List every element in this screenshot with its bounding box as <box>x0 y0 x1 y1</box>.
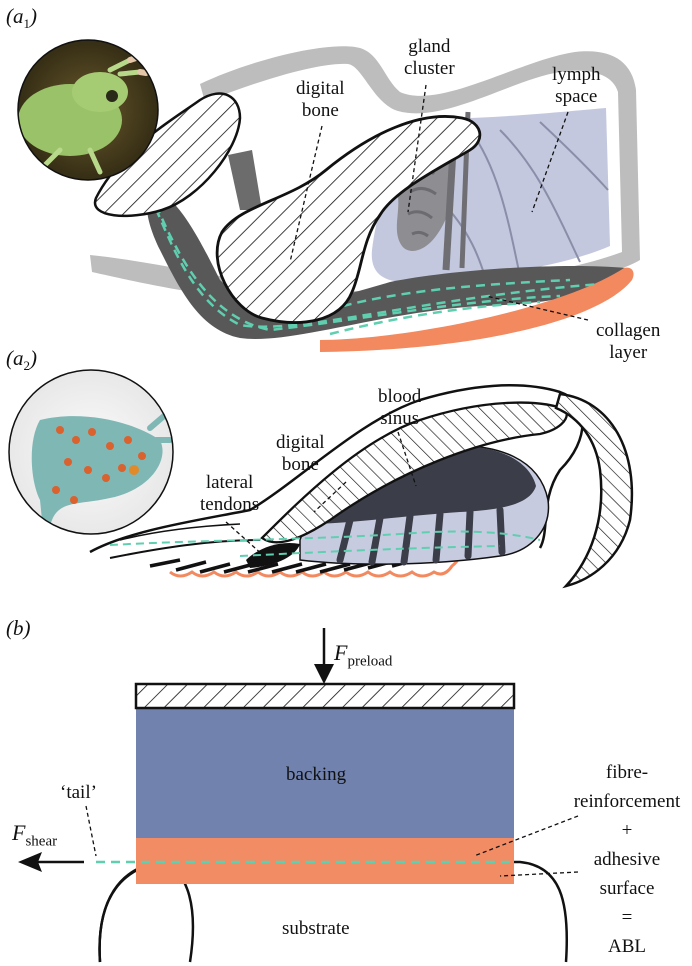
label-backing: backing <box>286 764 346 786</box>
label-abl-stack: fibre- reinforcement + adhesive surface … <box>568 758 686 961</box>
label-tail: ‘tail’ <box>60 782 97 804</box>
abl-schematic <box>18 628 578 962</box>
label-f-shear: Fshear <box>12 820 57 850</box>
label-substrate: substrate <box>282 918 350 940</box>
label-f-preload: Fpreload <box>334 640 392 670</box>
dark-tissue-block <box>228 150 262 210</box>
toe-line <box>110 540 260 558</box>
gecko-toe-diagram <box>8 370 632 586</box>
preload-arrowhead <box>314 664 334 684</box>
preload-plate <box>136 684 514 708</box>
gecko-photo <box>8 370 174 540</box>
panel-label-a2: (a2) <box>6 346 37 374</box>
claw <box>556 394 632 586</box>
panel-label-a1: (a1) <box>6 4 37 32</box>
toe-line <box>120 524 240 540</box>
panel-label-b: (b) <box>6 616 31 641</box>
